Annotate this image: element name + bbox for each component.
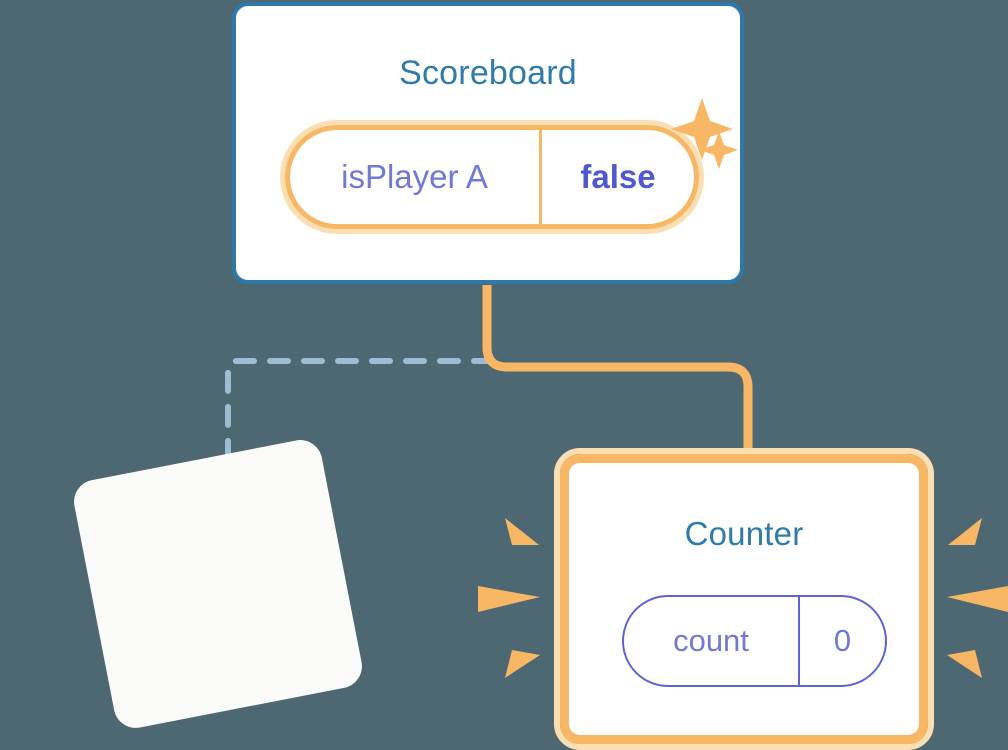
counter-card-halo [554,448,934,750]
counter-state-key: count [673,623,749,658]
card-counter[interactable]: Counter count 0 [554,448,934,750]
pill-divider [539,130,542,224]
pill-halo [280,120,704,234]
scoreboard-title: Scoreboard [399,54,577,92]
pill-divider [798,597,800,685]
scoreboard-state-value: false [580,158,656,195]
counter-state-value: 0 [833,623,852,658]
counter-title: Counter [684,515,804,552]
counter-ray-left [505,650,540,678]
counter-ray-right [948,518,982,545]
sparkle-large-icon [671,98,733,160]
sparkle-small-icon [700,131,738,169]
scoreboard-state-pill[interactable]: isPlayer A false [280,120,704,234]
counter-ray-right [947,650,982,678]
scoreboard-state-key: isPlayer A [341,158,488,195]
counter-ray-left [505,518,539,545]
counter-state-pill[interactable]: count 0 [622,595,887,687]
solid-orange-connector [482,285,753,470]
card-scoreboard[interactable]: Scoreboard isPlayer A false [232,2,744,284]
counter-ray-left [478,586,540,612]
counter-ray-right [947,586,1008,612]
